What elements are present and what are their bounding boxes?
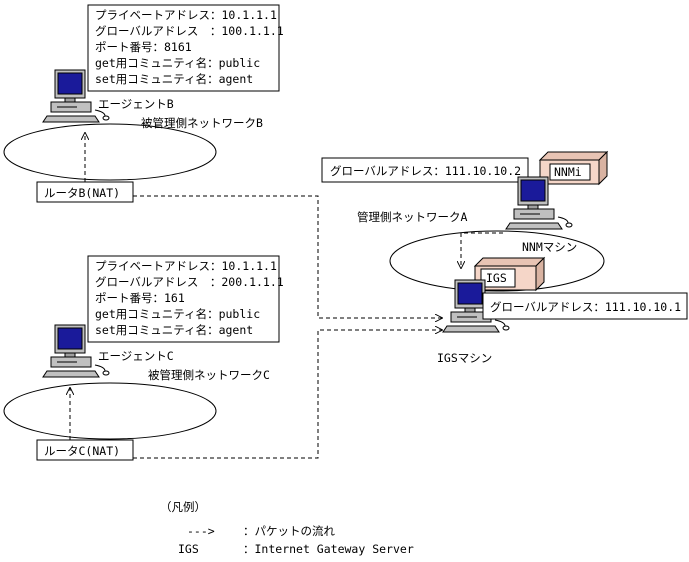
router-c-label: ルータC(NAT) [44,444,120,458]
agent-b-private-address: プライベートアドレス：10.1.1.1 [95,8,277,22]
agent-c-set-community: set用コミュニティ名：agent [95,323,253,337]
router-b-label: ルータB(NAT) [44,186,120,200]
nnm-computer-icon [505,176,573,230]
legend-title: （凡例） [160,500,206,514]
nnm-address-box [321,157,529,183]
nnm-address: グローバルアドレス：111.10.10.2 [330,164,521,178]
agent-b-info-box [87,4,280,92]
router-b-to-igs-arrow [133,195,442,318]
network-c-label: 被管理側ネットワークC [148,368,270,382]
nnm-machine-label: NNMマシン [522,240,577,254]
network-b-label: 被管理側ネットワークB [141,116,263,130]
agent-c-global-address: グローバルアドレス ：200.1.1.1 [95,275,284,289]
igs-box-label: IGS [486,271,507,285]
legend-igs-desc: ：Internet Gateway Server [243,542,414,556]
router-b-box [36,181,134,203]
agent-b-get-community: get用コミュニティ名：public [95,56,260,70]
agent-c-private-address: プライベートアドレス：10.1.1.1 [95,259,277,273]
network-b-cloud [3,123,217,181]
legend-arrow-symbol: ---> [187,524,215,538]
nnmi-box-icon [538,150,609,186]
nnmi-label: NNMi [554,165,582,179]
agent-b-set-community: set用コミュニティ名：agent [95,72,253,86]
router-c-box [36,439,134,461]
agent-c-info-box [87,255,280,343]
legend-arrow-desc: ：パケットの流れ [243,524,335,538]
igs-machine-label: IGSマシン [437,351,492,365]
legend-igs-term: IGS [178,542,199,556]
agent-c-label: エージェントC [98,349,174,363]
router-c-to-igs-arrow [133,330,442,459]
agent-b-global-address: グローバルアドレス ：100.1.1.1 [95,24,284,38]
igs-address-box [482,292,688,320]
agent-c-port: ポート番号：161 [95,291,185,305]
agent-b-label: エージェントB [98,97,174,111]
network-a-cloud [389,230,605,292]
igs-box-icon [473,256,546,292]
agent-c-get-community: get用コミュニティ名：public [95,307,260,321]
agent-b-port: ポート番号：8161 [95,40,192,54]
nnm-to-igs-arrow [461,232,503,268]
network-a-label: 管理側ネットワークA [357,210,467,224]
network-c-cloud [3,382,217,440]
igs-address: グローバルアドレス：111.10.10.1 [490,300,681,314]
